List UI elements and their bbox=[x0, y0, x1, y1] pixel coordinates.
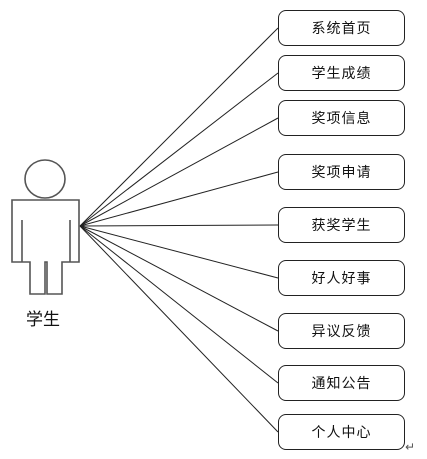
usecase-award-winners: 获奖学生 bbox=[278, 207, 405, 243]
connector-line bbox=[79, 72, 279, 227]
connector-line bbox=[79, 225, 279, 279]
connector-line bbox=[79, 225, 279, 433]
usecase-personal: 个人中心 bbox=[278, 414, 405, 450]
actor-body bbox=[11, 199, 80, 295]
connector-line bbox=[79, 27, 279, 227]
connector-line bbox=[79, 224, 279, 227]
actor-figure bbox=[11, 159, 80, 295]
usecase-good-deeds: 好人好事 bbox=[278, 260, 405, 296]
usecase-grades: 学生成绩 bbox=[278, 55, 405, 91]
usecase-award-apply: 奖项申请 bbox=[278, 154, 405, 190]
connector-line bbox=[79, 225, 279, 384]
actor-label: 学生 bbox=[26, 310, 60, 330]
usecase-home: 系统首页 bbox=[278, 10, 405, 46]
usecase-notices: 通知公告 bbox=[278, 365, 405, 401]
usecase-feedback: 异议反馈 bbox=[278, 313, 405, 349]
connectors bbox=[79, 27, 279, 433]
usecase-award-info: 奖项信息 bbox=[278, 100, 405, 136]
connector-line bbox=[79, 171, 279, 227]
actor-head bbox=[24, 159, 66, 199]
connector-line bbox=[79, 225, 279, 332]
paragraph-mark: ↵ bbox=[405, 440, 416, 454]
connector-line bbox=[79, 117, 279, 227]
